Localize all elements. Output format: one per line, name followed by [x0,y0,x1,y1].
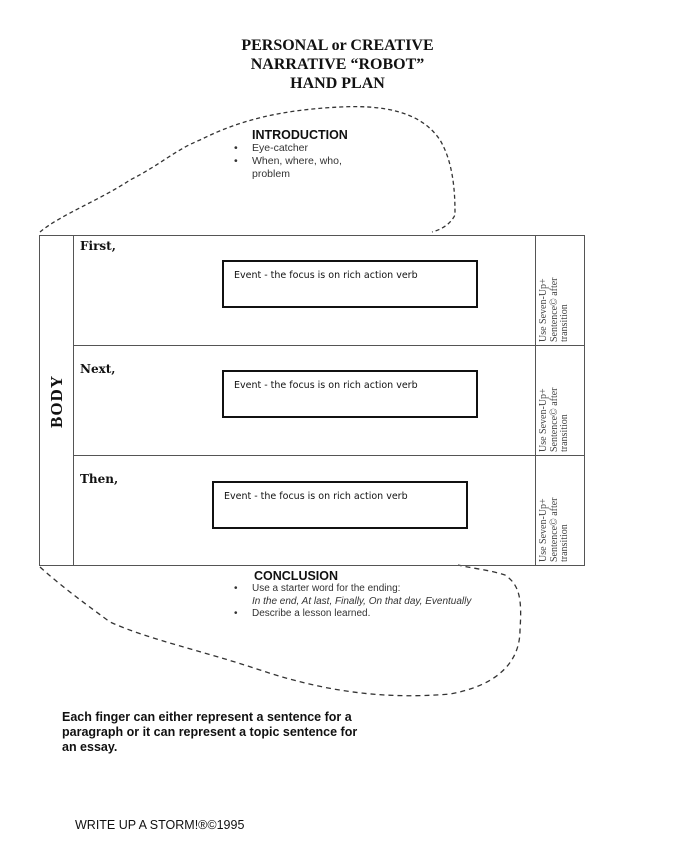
event-box: Event - the focus is on rich action verb [212,481,468,529]
event-box: Event - the focus is on rich action verb [222,260,478,308]
introduction-section: INTRODUCTION Eye-catcher When, where, wh… [232,128,462,181]
side-note: Use Seven-Up+ Sentence© after transition [538,387,570,452]
row-label: Then, [80,472,119,486]
conclusion-bullet: Describe a lesson learned. [232,608,552,621]
row-label: First, [80,239,116,253]
conclusion-section: CONCLUSION Use a starter word for the en… [232,569,552,621]
footer-copyright: WRITE UP A STORM!®©1995 [75,818,245,832]
page-title: PERSONAL or CREATIVE NARRATIVE “ROBOT” H… [241,37,434,92]
row-label: Next, [80,362,116,376]
intro-bullet: Eye-catcher [232,142,372,155]
side-note: Use Seven-Up+ Sentence© after transition [538,497,570,562]
introduction-heading: INTRODUCTION [252,128,348,142]
conclusion-bullet: Use a starter word for the ending:In the… [232,583,552,608]
side-note: Use Seven-Up+ Sentence© after transition [538,277,570,342]
intro-bullet: When, where, who, problem [232,155,372,181]
body-label: BODY [47,374,66,428]
event-box: Event - the focus is on rich action verb [222,370,478,418]
conclusion-heading: CONCLUSION [254,569,339,583]
side-cell [535,455,585,566]
note-text: Each finger can either represent a sente… [62,710,358,754]
